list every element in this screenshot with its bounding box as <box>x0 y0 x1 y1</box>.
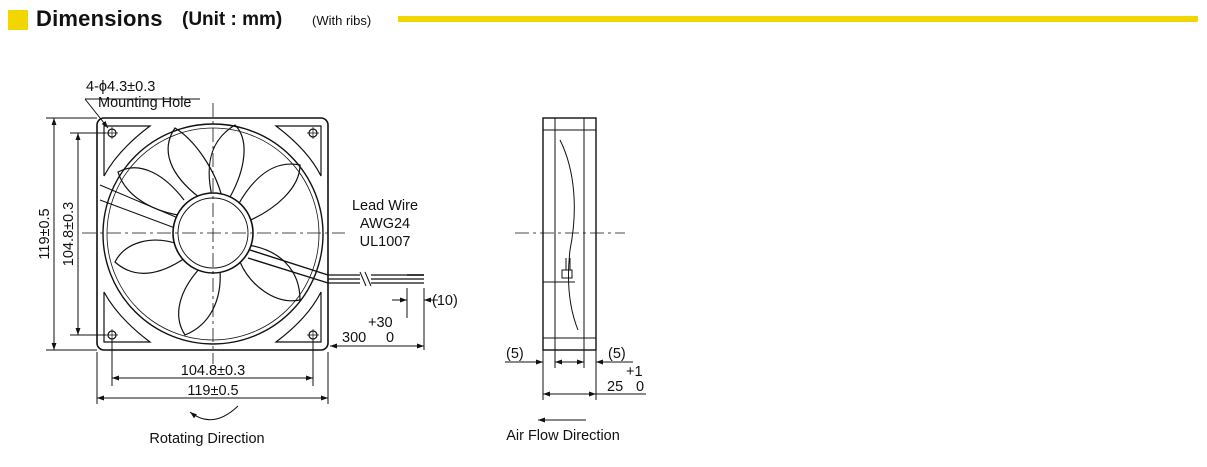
side-dimension-lines <box>505 350 646 400</box>
width-dimension-lines <box>96 340 329 404</box>
mounting-hole <box>106 127 118 139</box>
header-rule <box>398 16 1198 22</box>
corner-pad <box>103 125 152 177</box>
rotation-arrow <box>189 405 239 421</box>
hole-leader <box>84 98 200 129</box>
wire-tolerance-label: +30 <box>368 315 393 331</box>
lead-wire-line-3: UL1007 <box>360 234 411 250</box>
corner-pad <box>103 291 152 343</box>
front-centerlines <box>82 103 345 364</box>
fan-front-view <box>96 117 329 351</box>
section-header: Dimensions (Unit : mm) (With ribs) <box>0 0 1207 40</box>
height-dimension-lines <box>46 117 106 351</box>
fan-side-view <box>542 117 597 351</box>
header-marker <box>8 10 28 30</box>
fan-frame <box>96 117 329 351</box>
side-frame <box>542 117 597 351</box>
header-title: Dimensions <box>36 6 163 31</box>
mounting-hole <box>106 329 118 341</box>
mounting-hole <box>307 127 319 139</box>
wire-tolerance-lower-label: 0 <box>386 330 394 346</box>
inner-width-label: 104.8±0.3 <box>181 363 245 379</box>
depth-label: 25 <box>607 379 623 395</box>
wire-length-label: 300 <box>342 330 366 346</box>
strip-length-label: (10) <box>432 293 458 309</box>
airflow-label: Air Flow Direction <box>506 428 620 444</box>
outer-width-label: 119±0.5 <box>187 383 238 399</box>
rotation-label: Rotating Direction <box>149 431 264 447</box>
mounting-hole <box>307 329 319 341</box>
right-rib-label: (5) <box>608 346 626 362</box>
mounting-hole-label: Mounting Hole <box>98 95 192 111</box>
depth-tolerance-label: +1 <box>626 364 643 380</box>
lead-wire-line-2: AWG24 <box>360 216 410 232</box>
hole-spec-label: 4-ϕ4.3±0.3 <box>86 79 155 95</box>
header-note: (With ribs) <box>312 13 372 28</box>
lead-wire-line-1: Lead Wire <box>352 198 418 214</box>
corner-pad <box>274 125 322 177</box>
inner-height-label: 104.8±0.3 <box>61 202 77 266</box>
outer-height-label: 119±0.5 <box>37 208 53 259</box>
depth-tolerance-lower-label: 0 <box>636 379 644 395</box>
wire-length-dimension-lines <box>330 288 438 350</box>
header-unit: (Unit : mm) <box>182 9 283 30</box>
lead-wire <box>328 271 424 287</box>
corner-pad <box>274 291 322 343</box>
left-rib-label: (5) <box>506 346 524 362</box>
